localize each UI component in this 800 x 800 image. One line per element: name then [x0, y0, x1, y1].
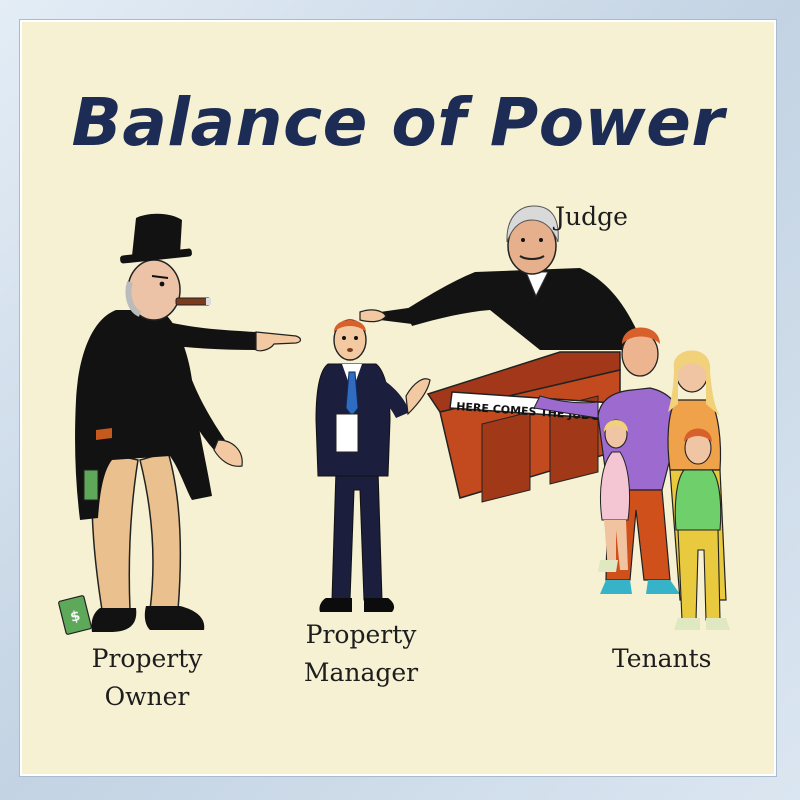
money-bill-icon	[83, 469, 99, 501]
owner-coat	[75, 310, 212, 520]
label-owner-line1: Property	[91, 644, 203, 673]
owner-left-shoe	[91, 608, 137, 632]
money-bill-icon	[58, 595, 92, 635]
manager-clipboard	[335, 413, 359, 453]
page-title: Balance of Power	[71, 84, 725, 161]
label-manager-line1: Property	[305, 620, 417, 649]
necktie-icon	[345, 371, 359, 417]
label-judge-text: Judge	[555, 202, 628, 231]
label-property-owner: Property Owner	[72, 640, 222, 716]
label-manager-line2: Manager	[303, 658, 419, 687]
label-tenants: Tenants	[612, 640, 712, 678]
judge-pointing-hand	[359, 309, 387, 323]
svg-text:$: $	[69, 608, 82, 626]
manager-raised-hand	[405, 378, 431, 416]
top-hat-icon	[132, 213, 182, 256]
tenant-girl	[598, 419, 631, 572]
floor-money-bill: $	[58, 595, 92, 635]
tenant-boy	[674, 428, 730, 630]
judge-wig-icon	[506, 205, 559, 243]
property-owner-figure	[75, 213, 302, 632]
cigar-icon	[175, 297, 211, 306]
owner-open-hand	[213, 439, 243, 467]
illustration-canvas: Balance of Power	[20, 20, 776, 776]
judge-robe	[405, 268, 645, 350]
judge-figure	[359, 205, 645, 350]
judge-bench: HERE COMES THE JUDGE	[426, 351, 629, 503]
cartoon-illustration: HERE COMES THE JUDGE	[58, 205, 730, 635]
tenants-group	[533, 327, 730, 630]
owner-right-shoe	[144, 606, 205, 630]
label-judge: Judge	[555, 198, 628, 236]
label-tenants-text: Tenants	[612, 644, 712, 673]
label-owner-line2: Owner	[104, 682, 190, 711]
label-property-manager: Property Manager	[286, 616, 436, 692]
property-manager-figure	[315, 319, 431, 612]
owner-pointing-hand	[255, 331, 302, 352]
